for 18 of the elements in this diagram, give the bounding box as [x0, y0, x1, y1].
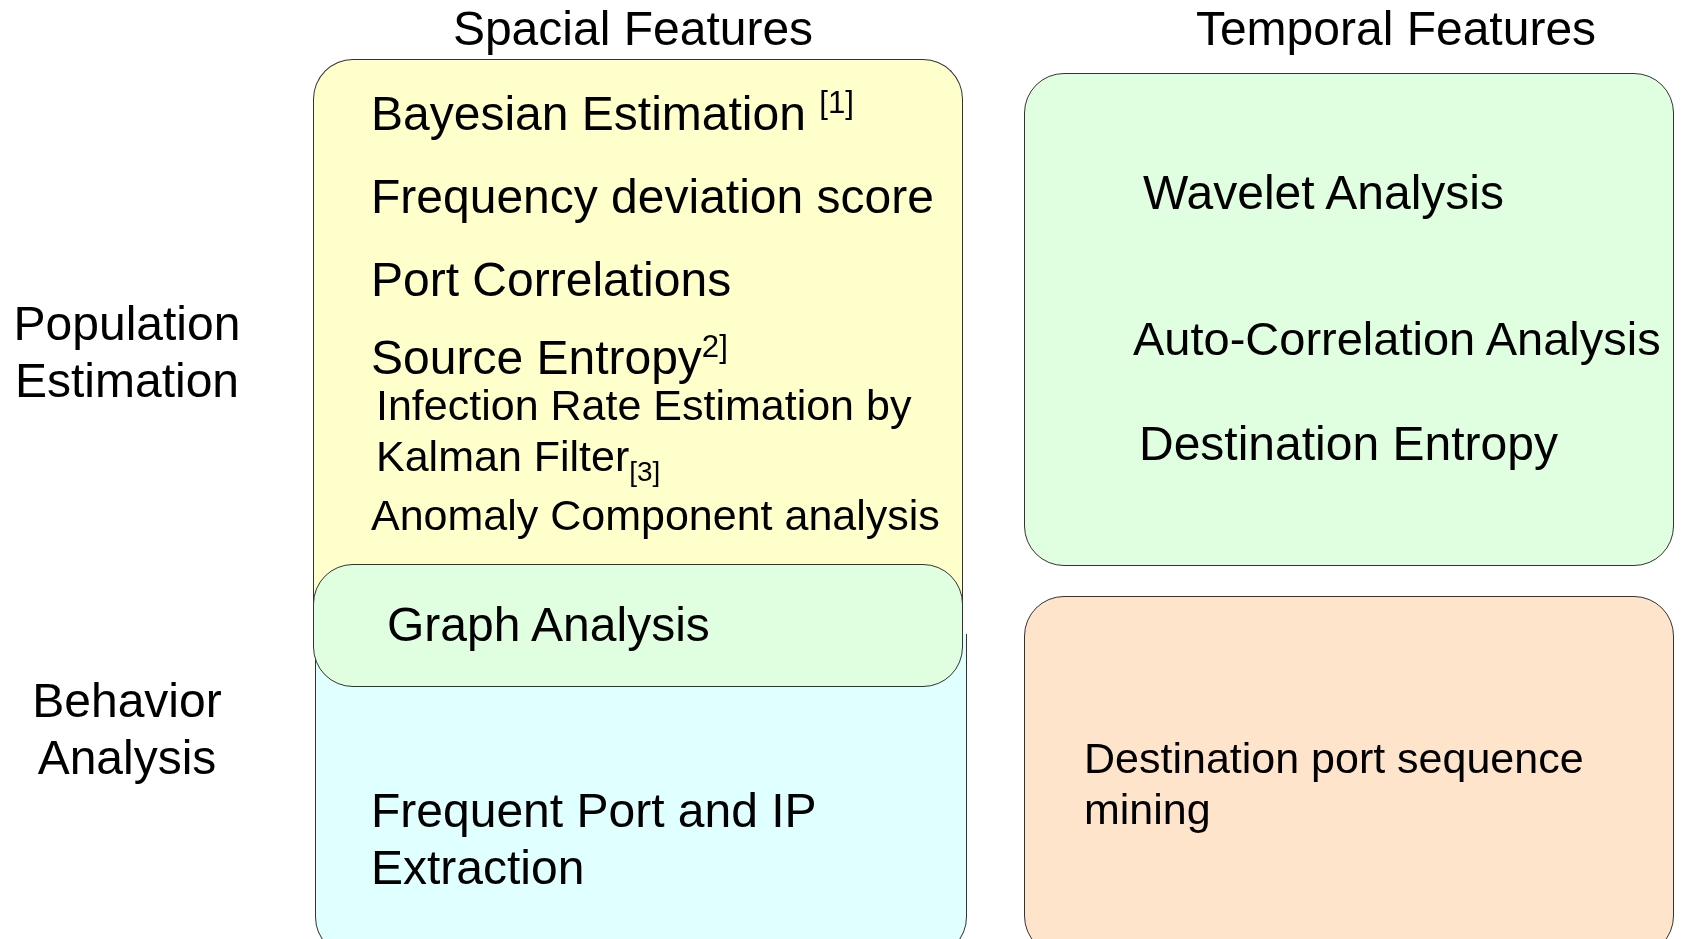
method-panel	[1024, 596, 1674, 939]
method-text: Anomaly Component analysis	[371, 490, 941, 541]
method-text: Port Correlations	[371, 252, 733, 308]
row-header: Population Estimation	[12, 296, 242, 410]
method-text: Destination port sequence mining	[1084, 733, 1585, 836]
column-header: Temporal Features	[1194, 1, 1598, 57]
method-text: Frequent Port and IP Extraction	[371, 783, 817, 897]
method-text: Frequency deviation score	[371, 169, 935, 225]
row-header: Behavior Analysis	[31, 673, 223, 787]
method-text: Bayesian Estimation $^{[1]}$	[371, 84, 855, 142]
method-panel	[1024, 73, 1674, 566]
method-text: Graph Analysis	[387, 597, 711, 653]
column-header: Spacial Features	[451, 1, 815, 57]
method-text: Auto-Correlation Analysis	[1133, 311, 1662, 367]
method-text: Wavelet Analysis	[1143, 165, 1506, 221]
method-text: Source Entropy$^{2]}$	[371, 328, 729, 386]
method-panel	[313, 564, 963, 687]
method-text: Destination Entropy	[1139, 416, 1559, 472]
